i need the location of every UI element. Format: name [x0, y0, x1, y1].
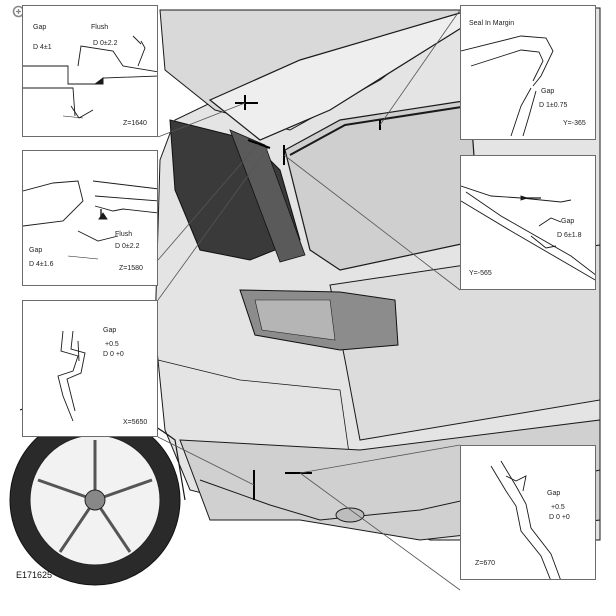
wheel-hub	[84, 489, 106, 511]
gap-label: Gap	[561, 218, 575, 225]
gap-tolerance: D 1±0.75	[539, 102, 568, 109]
flush-label: Flush	[91, 24, 109, 31]
gap-tolerance: D 4±1.6	[29, 261, 54, 268]
quarter-panel-line	[157, 359, 351, 461]
seal-margin-section-drawing	[461, 35, 554, 137]
gap-tolerance: D 4±1	[33, 44, 52, 51]
section-coordinate: Z=670	[475, 560, 496, 567]
callout-roof-front: Gap D 4±1 Flush D 0±2.2 Z=1640	[22, 5, 158, 137]
gap-tolerance: D 6±1.8	[557, 232, 582, 239]
tail-lamp-section-drawing	[57, 330, 86, 422]
callout-tail-lamp: Gap +0.5 D 0 +0 X=5650	[22, 300, 158, 437]
gap-upper-tolerance: +0.5	[105, 341, 119, 348]
callout-seal-margin: Seal In Margin Gap D 1±0.75 Y=-365	[460, 5, 596, 140]
section-coordinate: Z=1640	[123, 120, 147, 127]
gap-upper-tolerance: +0.5	[551, 504, 565, 511]
callout-pillar-seal: Flush D 0±2.2 Gap D 4±1.6 Z=1580	[22, 150, 158, 286]
tail-lamp-lens	[254, 299, 336, 341]
gap-nominal: D 0 +0	[103, 351, 124, 358]
seal-in-margin-label: Seal In Margin	[469, 20, 515, 27]
gap-label: Gap	[33, 24, 47, 31]
flush-tolerance: D 0±2.2	[115, 243, 140, 250]
callout-bumper: Gap +0.5 D 0 +0 Z=670	[460, 445, 596, 580]
pillar-seal-section-drawing	[23, 180, 157, 260]
section-coordinate: Y=-365	[563, 120, 586, 127]
bumper-section-drawing	[490, 460, 561, 579]
gap-label: Gap	[103, 327, 117, 334]
callout-tailgate-glass: Gap D 6±1.8 Y=-565	[460, 155, 596, 290]
d-pillar	[229, 129, 306, 263]
gap-label: Gap	[29, 247, 43, 254]
tailgate-glass-edge	[289, 105, 469, 156]
section-coordinate: Z=1580	[119, 265, 143, 272]
exhaust-tip	[335, 507, 365, 523]
figure-id: E171625	[16, 570, 53, 580]
tailgate-glass-section-drawing	[461, 185, 595, 281]
leader-lines	[157, 9, 461, 591]
gap-label: Gap	[547, 490, 561, 497]
roof-front-section-drawing	[23, 35, 157, 119]
section-coordinate: Y=-565	[469, 270, 492, 277]
flush-tolerance: D 0±2.2	[93, 40, 118, 47]
gap-label: Gap	[541, 88, 555, 95]
section-coordinate: X=5650	[123, 419, 148, 426]
flush-label: Flush	[115, 231, 133, 238]
gap-nominal: D 0 +0	[549, 514, 570, 521]
